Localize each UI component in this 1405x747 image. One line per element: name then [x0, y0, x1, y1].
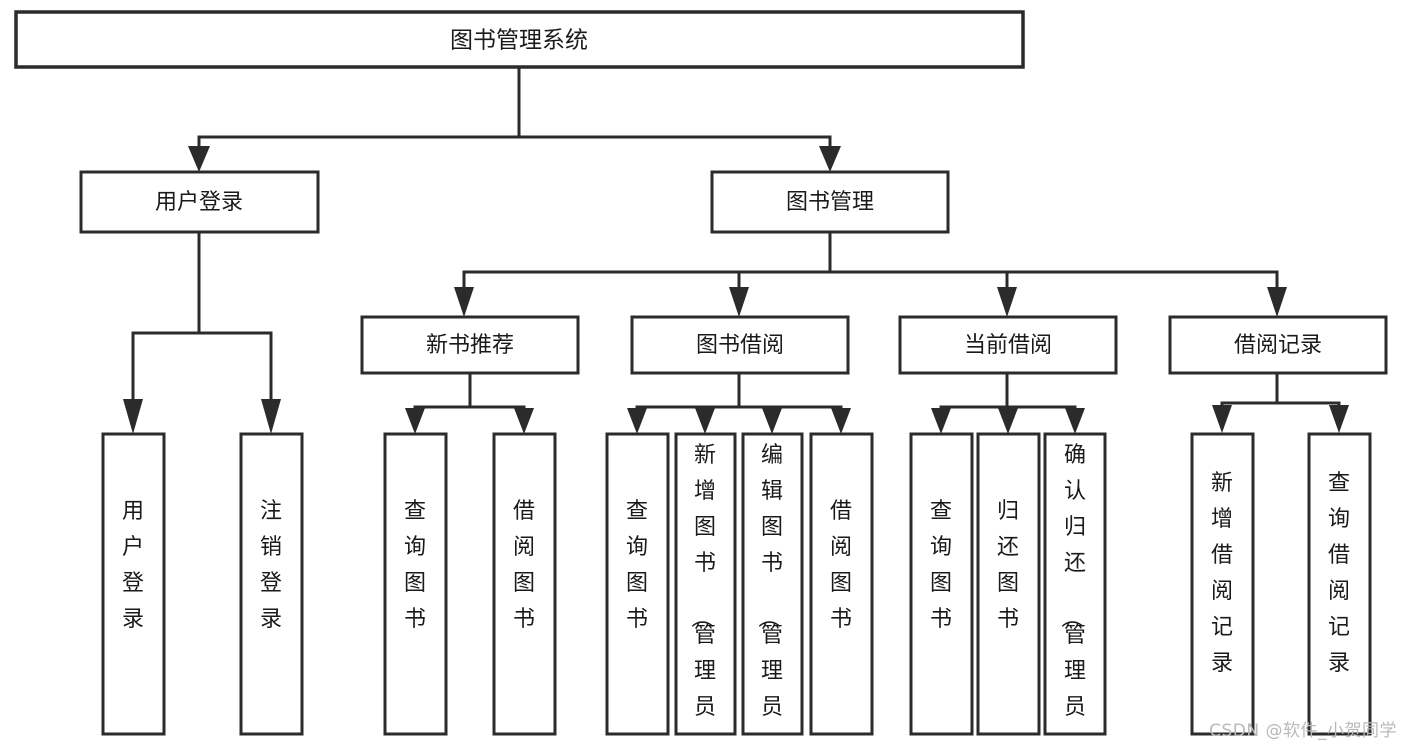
arrow-head-leaf-query-book-3	[931, 408, 951, 434]
node-leaf-query-record[interactable]: 查询借阅记录	[1307, 432, 1372, 736]
node-borrow-record[interactable]: 借阅记录	[1168, 315, 1388, 375]
node-leaf-query-book-1-box[interactable]	[383, 432, 448, 736]
node-leaf-logout-login-label: 注销登录	[260, 499, 282, 632]
node-leaf-query-book-2[interactable]: 查询图书	[605, 432, 670, 736]
node-leaf-query-book-2-label: 查询图书	[626, 499, 648, 632]
node-current-borrow[interactable]: 当前借阅	[898, 315, 1118, 375]
node-leaf-query-book-3[interactable]: 查询图书	[909, 432, 974, 736]
node-leaf-query-book-1[interactable]: 查询图书	[383, 432, 448, 736]
node-leaf-edit-book[interactable]: 编辑图书（管理员）	[741, 432, 804, 747]
node-current-borrow-box[interactable]	[898, 315, 1118, 375]
node-leaf-logout-login-box[interactable]	[239, 432, 304, 736]
node-leaf-return-book-box[interactable]	[976, 432, 1041, 736]
arrow-head-new-book-recommend	[454, 287, 474, 317]
node-leaf-user-login[interactable]: 用户登录	[101, 432, 166, 736]
node-book-management[interactable]: 图书管理	[710, 170, 950, 234]
node-leaf-confirm-return-box[interactable]	[1043, 432, 1107, 736]
node-leaf-add-record[interactable]: 新增借阅记录	[1190, 432, 1255, 736]
arrow-head-current-borrow	[997, 287, 1017, 317]
node-leaf-confirm-return[interactable]: 确认归还（管理员）	[1043, 432, 1107, 747]
arrow-head-leaf-query-book-1	[405, 408, 425, 434]
node-leaf-query-book-1-label: 查询图书	[404, 499, 426, 632]
node-book-management-box[interactable]	[710, 170, 950, 234]
arrow-head-leaf-logout-login	[261, 399, 281, 434]
node-leaf-confirm-return-label: 确认归还（管理员）	[1058, 443, 1086, 747]
node-new-book-recommend-label: 新书推荐	[426, 333, 514, 358]
node-book-borrow-label: 图书借阅	[696, 333, 784, 358]
arrow-head-leaf-borrow-book-1	[514, 408, 534, 434]
node-leaf-user-login-box[interactable]	[101, 432, 166, 736]
node-leaf-add-record-label: 新增借阅记录	[1211, 471, 1233, 676]
arrow-head-leaf-return-book	[998, 408, 1018, 434]
node-leaf-add-record-box[interactable]	[1190, 432, 1255, 736]
arrow-head-leaf-borrow-book-2	[831, 408, 851, 434]
node-root[interactable]: 图书管理系统	[14, 10, 1025, 69]
node-root-label: 图书管理系统	[450, 28, 588, 54]
node-leaf-borrow-book-1[interactable]: 借阅图书	[492, 432, 557, 736]
node-leaf-edit-book-box[interactable]	[741, 432, 804, 736]
node-root-box[interactable]	[14, 10, 1025, 69]
node-leaf-add-book-label: 新增图书（管理员）	[688, 443, 716, 747]
arrow-head-leaf-query-record	[1329, 405, 1349, 433]
node-leaf-query-record-label: 查询借阅记录	[1328, 471, 1350, 676]
csdn-watermark: CSDN @软件_小贺同学	[1209, 721, 1397, 741]
arrow-head-book-management	[819, 146, 841, 172]
arrow-head-leaf-add-record	[1212, 405, 1232, 433]
arrow-head-leaf-add-book	[695, 408, 715, 434]
node-leaf-edit-book-label: 编辑图书（管理员）	[755, 443, 783, 747]
arrow-head-leaf-confirm-return	[1065, 408, 1085, 434]
node-leaf-add-book[interactable]: 新增图书（管理员）	[674, 432, 737, 747]
node-user-login-box[interactable]	[79, 170, 320, 234]
node-borrow-record-box[interactable]	[1168, 315, 1388, 375]
node-book-borrow[interactable]: 图书借阅	[630, 315, 850, 375]
node-new-book-recommend-box[interactable]	[360, 315, 580, 375]
node-leaf-borrow-book-1-label: 借阅图书	[513, 499, 535, 632]
node-user-login[interactable]: 用户登录	[79, 170, 320, 234]
node-leaf-query-record-box[interactable]	[1307, 432, 1372, 736]
node-user-login-label: 用户登录	[155, 190, 243, 215]
arrow-head-leaf-user-login	[123, 399, 143, 434]
node-book-management-label: 图书管理	[786, 190, 874, 215]
node-leaf-borrow-book-2-label: 借阅图书	[830, 499, 852, 632]
arrow-head-leaf-query-book-2	[627, 408, 647, 434]
node-current-borrow-label: 当前借阅	[964, 333, 1052, 358]
arrow-head-borrow-record	[1267, 287, 1287, 317]
node-leaf-borrow-book-2[interactable]: 借阅图书	[809, 432, 874, 736]
arrow-head-book-borrow	[729, 287, 749, 317]
node-leaf-return-book-label: 归还图书	[997, 499, 1019, 632]
node-book-borrow-box[interactable]	[630, 315, 850, 375]
node-leaf-user-login-label: 用户登录	[122, 499, 144, 632]
node-leaf-return-book[interactable]: 归还图书	[976, 432, 1041, 736]
node-borrow-record-label: 借阅记录	[1234, 333, 1322, 358]
arrow-head-user-login	[188, 146, 210, 172]
node-leaf-borrow-book-1-box[interactable]	[492, 432, 557, 736]
arrow-head-leaf-edit-book	[762, 408, 782, 434]
node-new-book-recommend[interactable]: 新书推荐	[360, 315, 580, 375]
node-leaf-query-book-2-box[interactable]	[605, 432, 670, 736]
node-leaf-logout-login[interactable]: 注销登录	[239, 432, 304, 736]
node-leaf-borrow-book-2-box[interactable]	[809, 432, 874, 736]
node-leaf-add-book-box[interactable]	[674, 432, 737, 736]
node-leaf-query-book-3-box[interactable]	[909, 432, 974, 736]
node-leaf-query-book-3-label: 查询图书	[930, 499, 952, 632]
connector-layer	[123, 66, 1349, 434]
